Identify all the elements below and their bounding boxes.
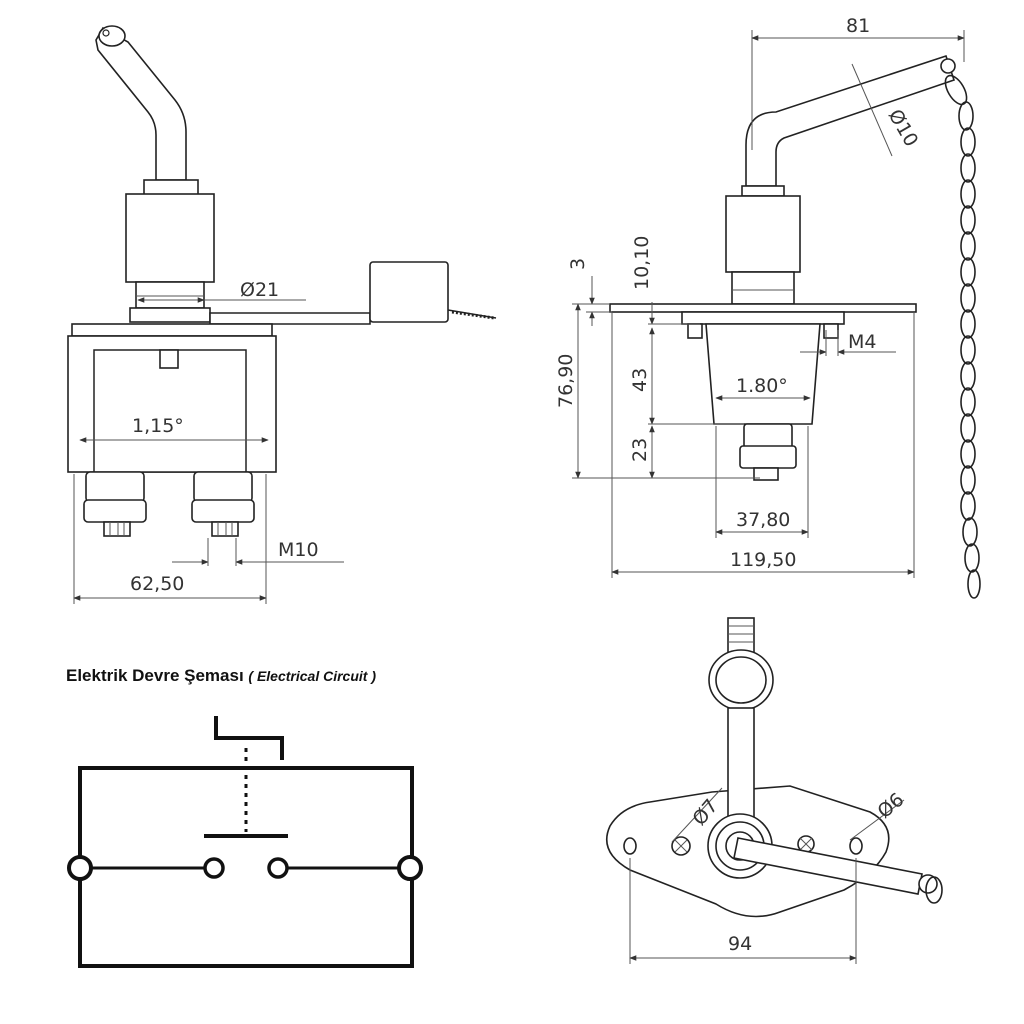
lever-collar [143, 179, 199, 196]
dim-front-angle: 1,15° [132, 415, 184, 437]
dim-hole-spacing: 94 [728, 933, 752, 955]
dim-plate-offset: 10,10 [631, 236, 653, 290]
front-view: Ø21 1,15° M10 62,50 [67, 25, 497, 604]
circuit-title: Elektrik Devre Şeması ( Electrical Circu… [66, 666, 376, 686]
screw-left [687, 323, 703, 339]
terminal-right [191, 471, 255, 537]
safety-chain [944, 74, 981, 599]
hole-left [623, 837, 637, 855]
lever-rod [95, 25, 187, 181]
circuit-title-text: Elektrik Devre Şeması [66, 666, 244, 685]
dim-body-height: 43 [629, 368, 651, 392]
dim-thread: M10 [278, 539, 319, 561]
switch-knob [125, 193, 215, 283]
side-body [705, 323, 821, 425]
side-knob [725, 195, 801, 273]
top-ring [918, 874, 938, 894]
dim-lever-length: 81 [846, 15, 870, 37]
dim-plate-thickness: 3 [567, 258, 589, 270]
dim-body-width: 37,80 [736, 509, 790, 531]
dim-handle-diameter: Ø21 [240, 279, 279, 301]
dim-screw: M4 [848, 331, 876, 353]
contact-node-right [267, 857, 289, 879]
terminal-node-left [67, 855, 93, 881]
top-horizontal-rod [733, 837, 923, 895]
terminal-left [83, 471, 147, 537]
mounting-plate [609, 303, 917, 313]
switch-actuator [214, 716, 284, 760]
dim-plate-width: 119,50 [730, 549, 796, 571]
dim-total-height: 76,90 [555, 354, 577, 408]
dim-rod-diameter: Ø10 [884, 106, 923, 151]
plate-tab [209, 312, 371, 325]
circuit-subtitle: ( Electrical Circuit ) [248, 668, 376, 684]
dim-side-angle: 1.80° [736, 375, 788, 397]
circuit-diagram [67, 716, 423, 968]
dim-front-width: 62,50 [130, 573, 184, 595]
top-vertical-rod [727, 707, 755, 827]
terminal-cap [369, 261, 449, 323]
top-nut [159, 349, 179, 369]
knob-neck [135, 281, 205, 309]
terminal-node-right [397, 855, 423, 881]
side-lever-rod [745, 54, 956, 187]
dim-terminal-height: 23 [629, 438, 651, 462]
top-view: Ø7 Ø6 94 [605, 617, 943, 964]
side-view: 81 Ø10 76,90 3 10,10 43 23 1.80° M4 [555, 15, 981, 599]
contact-node-left [203, 857, 225, 879]
hole-right [849, 837, 863, 855]
